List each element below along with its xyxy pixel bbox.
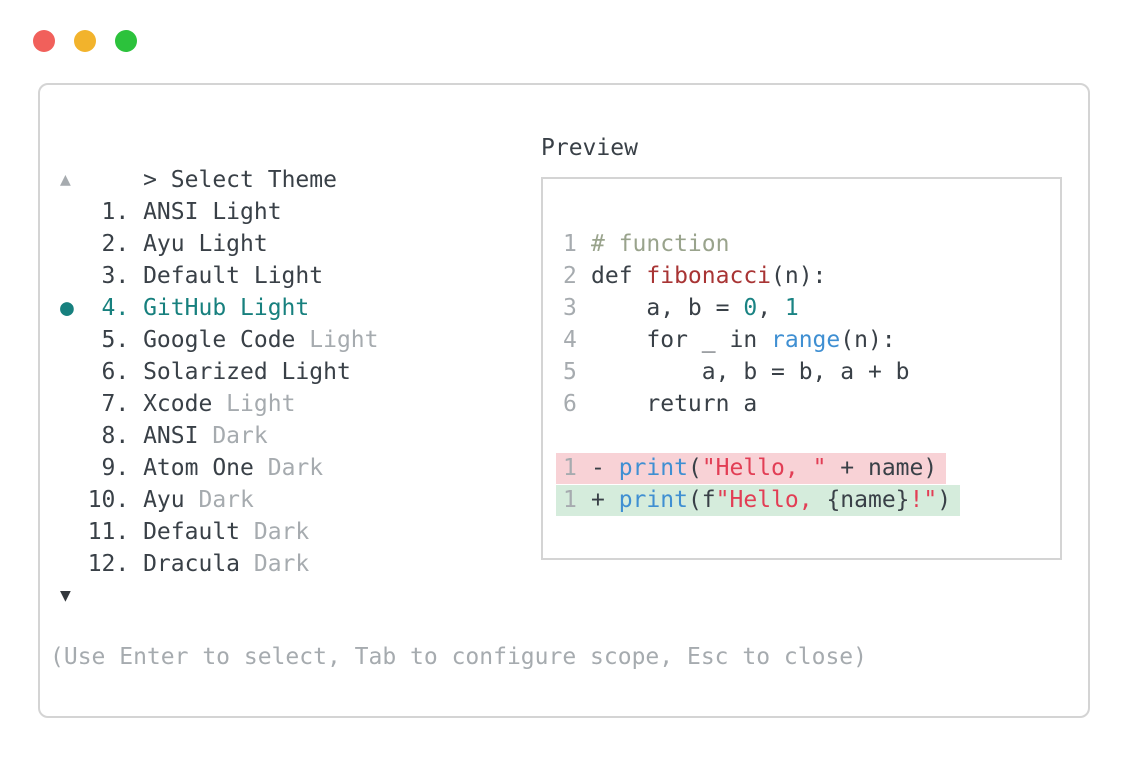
- code-token: a, b = b, a + b: [591, 359, 910, 385]
- theme-item-label: 5. Google Code: [60, 327, 296, 353]
- theme-list-item[interactable]: 9. Atom One Dark: [60, 452, 379, 484]
- theme-list-item[interactable]: 8. ANSI Dark: [60, 420, 379, 452]
- code-token: # function: [591, 231, 730, 257]
- scroll-down-icon[interactable]: ▼: [60, 585, 71, 606]
- theme-item-variant: Dark: [240, 519, 310, 545]
- theme-item-variant: Light: [212, 391, 296, 417]
- theme-item-label: 9. Atom One: [60, 455, 254, 481]
- theme-list-item[interactable]: 7. Xcode Light: [60, 388, 379, 420]
- diff-line-added: 1 + print(f"Hello, {name}!"): [556, 484, 1060, 516]
- theme-item-variant: Dark: [198, 423, 268, 449]
- theme-list-item[interactable]: 11. Default Dark: [60, 516, 379, 548]
- code-token: -: [591, 455, 619, 481]
- prompt: > Select Theme: [60, 132, 379, 193]
- preview-label: Preview: [541, 135, 638, 161]
- theme-list: 1. ANSI Light 2. Ayu Light 3. Default Li…: [60, 196, 379, 580]
- code-token: {name}: [826, 487, 910, 513]
- footer-hint: (Use Enter to select, Tab to configure s…: [50, 644, 867, 670]
- theme-list-column: > Select Theme ▲ 1. ANSI Light 2. Ayu Li…: [60, 132, 379, 612]
- theme-list-item[interactable]: 5. Google Code Light: [60, 324, 379, 356]
- minimize-button[interactable]: [74, 30, 96, 52]
- code-token: print: [618, 487, 688, 513]
- code-line: 2 def fibonacci(n):: [563, 260, 1060, 292]
- code-line: 3 a, b = 0, 1: [563, 292, 1060, 324]
- code-token: (n):: [771, 263, 827, 289]
- theme-list-item[interactable]: 1. ANSI Light: [60, 196, 379, 228]
- code-line: 6 return a: [563, 388, 1060, 420]
- theme-item-variant: Dark: [240, 551, 310, 577]
- window-controls: [33, 30, 137, 52]
- code-token: +: [591, 487, 619, 513]
- line-number: 6: [563, 391, 577, 417]
- theme-item-variant: Dark: [253, 455, 324, 481]
- scroll-up-icon[interactable]: ▲: [60, 169, 71, 190]
- theme-item-label: 1. ANSI Light: [60, 199, 282, 225]
- theme-item-label: 3. Default Light: [60, 263, 324, 289]
- theme-list-item[interactable]: 6. Solarized Light: [60, 356, 379, 388]
- theme-item-label: 12. Dracula: [60, 551, 241, 577]
- code-token: def: [591, 263, 647, 289]
- theme-list-item[interactable]: 3. Default Light: [60, 260, 379, 292]
- code-token: a, b =: [591, 295, 744, 321]
- code-token: ): [937, 487, 952, 513]
- code-token: print: [618, 455, 688, 481]
- code-token: range: [771, 327, 841, 353]
- prompt-text: > Select Theme: [143, 167, 337, 193]
- line-number: 2: [563, 263, 577, 289]
- code-token: for _ in: [591, 327, 772, 353]
- close-button[interactable]: [33, 30, 55, 52]
- code-token: "Hello, ": [701, 455, 827, 481]
- code-line: [563, 420, 1060, 452]
- theme-list-item[interactable]: 2. Ayu Light: [60, 228, 379, 260]
- code-token: fibonacci: [646, 263, 772, 289]
- theme-item-label: 7. Xcode: [60, 391, 213, 417]
- code-line: 4 for _ in range(n):: [563, 324, 1060, 356]
- code-token: "Hello,: [715, 487, 827, 513]
- theme-item-label: 2. Ayu Light: [60, 231, 268, 257]
- theme-list-item[interactable]: ● 4. GitHub Light: [60, 292, 379, 324]
- line-number: 5: [563, 359, 577, 385]
- code-line: 5 a, b = b, a + b: [563, 356, 1060, 388]
- code-token: (f: [687, 487, 716, 513]
- theme-item-variant: Dark: [184, 487, 254, 513]
- line-number: 3: [563, 295, 577, 321]
- code-token: !": [909, 487, 938, 513]
- line-number: 1: [563, 487, 577, 513]
- diff-line-removed: 1- print("Hello, " + name): [556, 452, 1060, 484]
- theme-item-label: 10. Ayu: [60, 487, 185, 513]
- code-line: 1 # function: [563, 228, 1060, 260]
- code-token: 0: [743, 295, 758, 321]
- code-token: 1: [784, 295, 799, 321]
- code-token: + name): [826, 455, 938, 481]
- theme-item-label: 8. ANSI: [60, 423, 199, 449]
- theme-item-label: ● 4. GitHub Light: [60, 295, 310, 321]
- code-token: return a: [591, 391, 758, 417]
- theme-item-label: 11. Default: [60, 519, 241, 545]
- theme-picker-window: > Select Theme ▲ 1. ANSI Light 2. Ayu Li…: [38, 83, 1090, 718]
- line-number: 4: [563, 327, 577, 353]
- line-number: 1: [563, 231, 577, 257]
- code-token: (: [687, 455, 702, 481]
- code-token: ,: [757, 295, 785, 321]
- theme-list-item[interactable]: 12. Dracula Dark: [60, 548, 379, 580]
- theme-list-item[interactable]: 10. Ayu Dark: [60, 484, 379, 516]
- code-token: (n):: [840, 327, 896, 353]
- theme-item-variant: Light: [295, 327, 379, 353]
- theme-item-label: 6. Solarized Light: [60, 359, 351, 385]
- line-number: 1: [563, 455, 577, 481]
- maximize-button[interactable]: [115, 30, 137, 52]
